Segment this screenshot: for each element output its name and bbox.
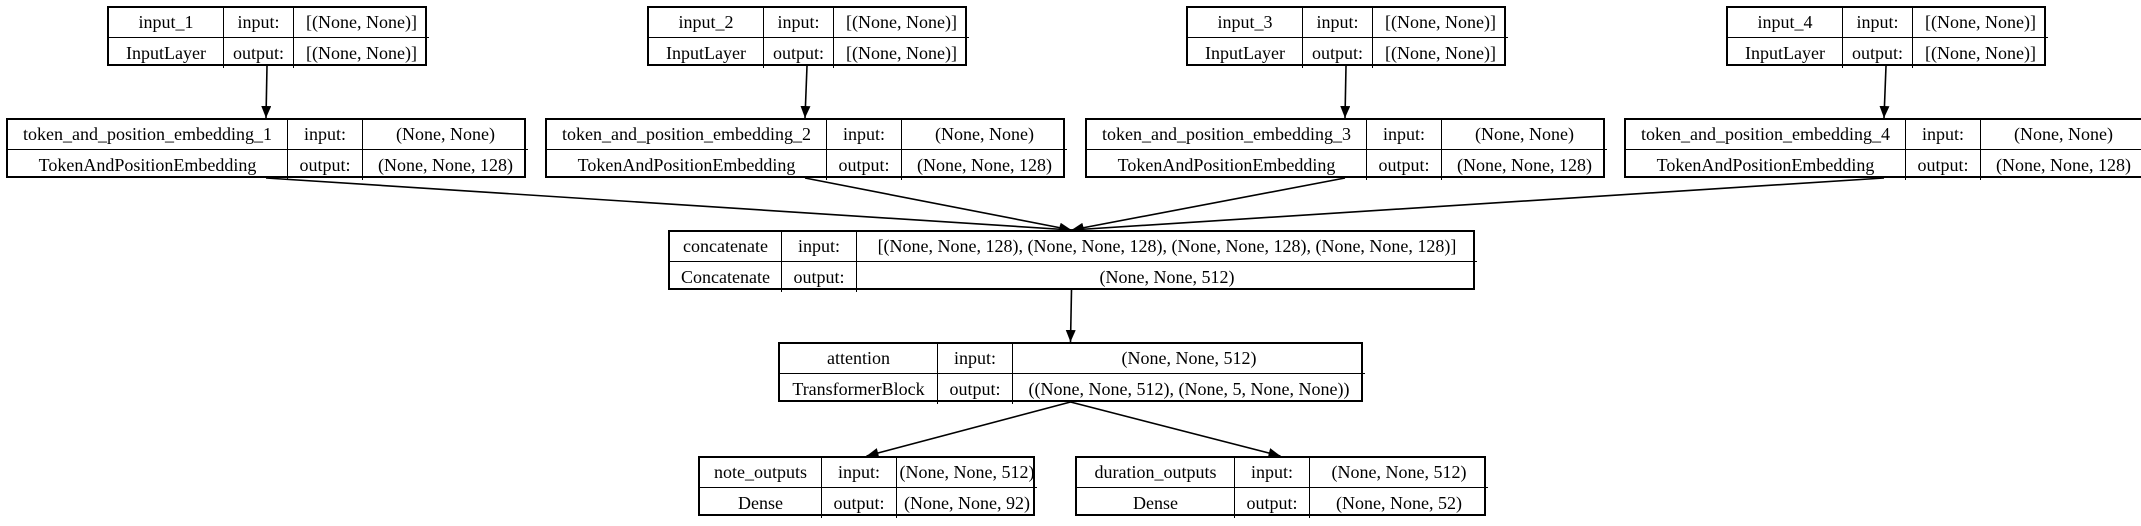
edge-emb-4-to-concatenate bbox=[1071, 177, 1885, 235]
output-label: output: bbox=[822, 488, 897, 518]
output-shape: (None, None, 52) bbox=[1336, 492, 1462, 513]
input-shape: (None, None, 512) bbox=[897, 458, 1037, 488]
output-label: output: bbox=[1906, 150, 1981, 180]
input-label: input: bbox=[288, 120, 363, 150]
layer-name: token_and_position_embedding_1 bbox=[8, 120, 288, 150]
layer-type: InputLayer bbox=[1188, 38, 1303, 68]
output-shape: (None, None, 512) bbox=[1099, 266, 1235, 287]
layer-name: input_4 bbox=[1728, 8, 1843, 38]
layer-type: InputLayer bbox=[649, 38, 764, 68]
layer-name: duration_outputs bbox=[1077, 458, 1235, 488]
edge-emb-2-to-concatenate bbox=[804, 177, 1072, 233]
input-label: input: bbox=[224, 8, 294, 38]
layer-type: Concatenate bbox=[670, 262, 782, 292]
input-shape: [(None, None)] bbox=[294, 8, 429, 38]
layer-name: concatenate bbox=[670, 232, 782, 262]
layer-type: InputLayer bbox=[109, 38, 224, 68]
input-shape: [(None, None)] bbox=[834, 8, 969, 38]
output-shape: [(None, None)] bbox=[306, 42, 417, 63]
layer-name: attention bbox=[780, 344, 938, 374]
edge-attention-to-note-outputs bbox=[866, 401, 1071, 458]
input-shape: (None, None, 512) bbox=[1013, 344, 1365, 374]
layer-name: input_3 bbox=[1188, 8, 1303, 38]
output-label: output: bbox=[938, 374, 1013, 404]
layer-name: note_outputs bbox=[700, 458, 822, 488]
layer-type: TokenAndPositionEmbedding bbox=[1087, 150, 1367, 180]
input-shape: [(None, None)] bbox=[1373, 8, 1508, 38]
layer-type: TokenAndPositionEmbedding bbox=[8, 150, 288, 180]
output-shape: (None, None, 128) bbox=[917, 154, 1052, 175]
input-label: input: bbox=[827, 120, 902, 150]
input-label: input: bbox=[1843, 8, 1913, 38]
input-shape: (None, None) bbox=[363, 120, 528, 150]
input-label: input: bbox=[1303, 8, 1373, 38]
edge-input-2-to-emb-2 bbox=[800, 65, 811, 119]
input-label: input: bbox=[822, 458, 897, 488]
output-label: output: bbox=[1367, 150, 1442, 180]
output-label: output: bbox=[288, 150, 363, 180]
output-shape: [(None, None)] bbox=[846, 42, 957, 63]
layer-type: TokenAndPositionEmbedding bbox=[547, 150, 827, 180]
input-shape: (None, None) bbox=[1981, 120, 2141, 150]
edge-input-4-to-emb-4 bbox=[1879, 65, 1890, 119]
layer-name: input_1 bbox=[109, 8, 224, 38]
output-label: output: bbox=[827, 150, 902, 180]
output-shape: (None, None, 128) bbox=[378, 154, 513, 175]
input-shape: [(None, None)] bbox=[1913, 8, 2048, 38]
output-label: output: bbox=[1843, 38, 1913, 68]
layer-type: Dense bbox=[700, 488, 822, 518]
output-label: output: bbox=[224, 38, 294, 68]
edge-input-3-to-emb-3 bbox=[1340, 65, 1351, 119]
edge-attention-to-duration-outputs bbox=[1070, 401, 1281, 458]
edge-concatenate-to-attention bbox=[1065, 289, 1076, 343]
output-label: output: bbox=[1303, 38, 1373, 68]
input-label: input: bbox=[782, 232, 857, 262]
input-shape: (None, None) bbox=[902, 120, 1067, 150]
edge-input-1-to-emb-1 bbox=[261, 65, 272, 119]
output-shape: (None, None, 92) bbox=[904, 492, 1030, 513]
layer-name: token_and_position_embedding_2 bbox=[547, 120, 827, 150]
layer-type: Dense bbox=[1077, 488, 1235, 518]
layer-type: InputLayer bbox=[1728, 38, 1843, 68]
input-label: input: bbox=[1235, 458, 1310, 488]
input-label: input: bbox=[764, 8, 834, 38]
output-label: output: bbox=[1235, 488, 1310, 518]
input-label: input: bbox=[938, 344, 1013, 374]
output-shape: [(None, None)] bbox=[1385, 42, 1496, 63]
output-shape: [(None, None)] bbox=[1925, 42, 2036, 63]
layer-type: TokenAndPositionEmbedding bbox=[1626, 150, 1906, 180]
output-shape: (None, None, 128) bbox=[1457, 154, 1592, 175]
input-shape: (None, None) bbox=[1442, 120, 1607, 150]
layer-name: token_and_position_embedding_3 bbox=[1087, 120, 1367, 150]
output-shape: ((None, None, 512), (None, 5, None, None… bbox=[1028, 378, 1350, 399]
input-shape: [(None, None, 128), (None, None, 128), (… bbox=[857, 232, 1477, 262]
output-label: output: bbox=[782, 262, 857, 292]
layer-name: input_2 bbox=[649, 8, 764, 38]
input-shape: (None, None, 512) bbox=[1310, 458, 1488, 488]
layer-type: TransformerBlock bbox=[780, 374, 938, 404]
output-shape: (None, None, 128) bbox=[1996, 154, 2131, 175]
edge-emb-1-to-concatenate bbox=[265, 177, 1072, 235]
edge-emb-3-to-concatenate bbox=[1071, 177, 1346, 233]
output-label: output: bbox=[764, 38, 834, 68]
input-label: input: bbox=[1367, 120, 1442, 150]
layer-name: token_and_position_embedding_4 bbox=[1626, 120, 1906, 150]
input-label: input: bbox=[1906, 120, 1981, 150]
